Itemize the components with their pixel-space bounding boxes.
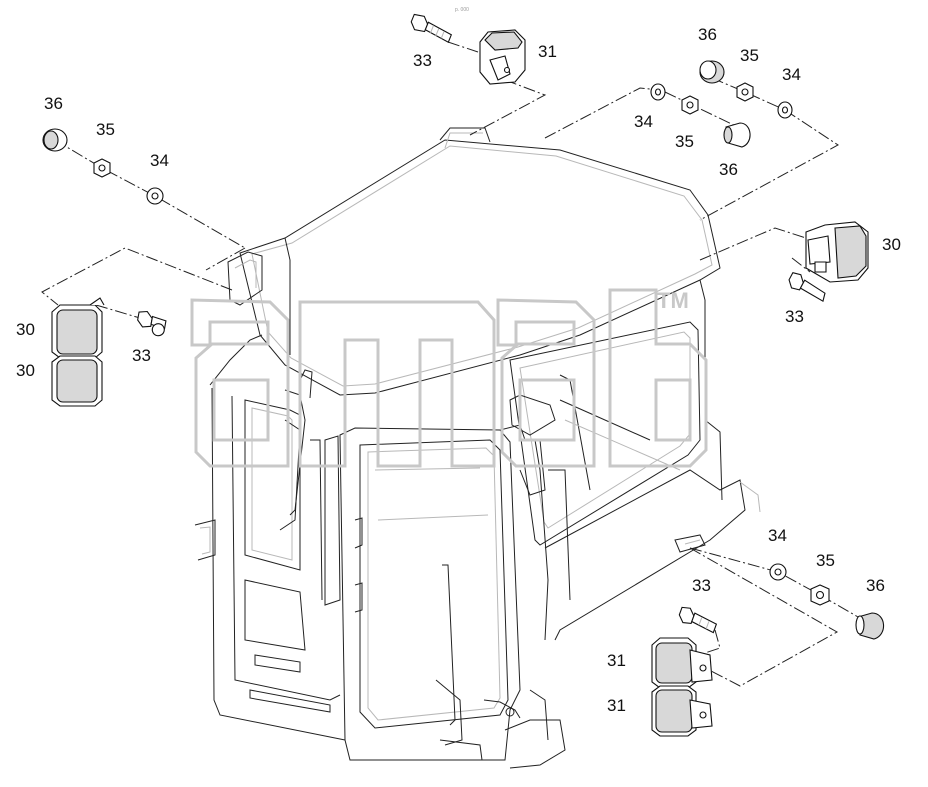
part-label: 31 <box>607 651 626 670</box>
work-light-icon <box>51 355 103 407</box>
part-label: 30 <box>16 361 35 380</box>
work-light-icon <box>805 221 869 283</box>
trademark-mark: TM <box>657 288 689 313</box>
work-light-icon <box>651 637 713 689</box>
part-label: 33 <box>413 51 432 70</box>
hex-nut-icon <box>93 158 111 178</box>
part-label: 34 <box>634 112 653 131</box>
work-light-icon <box>51 297 105 359</box>
part-label: 35 <box>816 551 835 570</box>
bolt-icon <box>678 606 718 634</box>
corner-mark: p. 000 <box>455 7 469 13</box>
work-light-icon <box>651 685 713 737</box>
part-label: 33 <box>692 576 711 595</box>
washer-icon <box>146 187 164 205</box>
hex-nut-icon <box>736 82 754 102</box>
hex-nut-icon <box>810 584 830 606</box>
part-label: 34 <box>782 65 801 84</box>
part-labels: 31 33 36 35 34 34 35 36 36 35 34 30 33 3… <box>16 25 901 715</box>
cap-nut-icon <box>42 128 68 152</box>
part-label: 30 <box>882 235 901 254</box>
work-light-icon <box>479 29 526 85</box>
cap-nut-icon <box>855 612 885 640</box>
part-label: 33 <box>132 346 151 365</box>
leader-lines <box>41 41 859 687</box>
part-label: 31 <box>538 42 557 61</box>
watermark-logo: TM <box>190 288 708 468</box>
part-label: 35 <box>675 132 694 151</box>
bolt-icon <box>137 310 167 337</box>
part-label: 35 <box>96 120 115 139</box>
cab-body <box>194 127 761 769</box>
washer-icon <box>650 83 666 101</box>
part-label: 30 <box>16 320 35 339</box>
bolt-icon <box>788 272 826 303</box>
bolt-icon <box>410 13 453 44</box>
washer-icon <box>769 563 787 581</box>
cap-nut-icon <box>723 122 751 148</box>
part-label: 31 <box>607 696 626 715</box>
part-label: 36 <box>719 160 738 179</box>
part-label: 33 <box>785 307 804 326</box>
hex-nut-icon <box>681 95 699 115</box>
part-label: 34 <box>150 151 169 170</box>
part-label: 36 <box>44 94 63 113</box>
part-label: 36 <box>698 25 717 44</box>
cap-nut-icon <box>699 60 725 84</box>
washer-icon <box>777 101 793 119</box>
part-label: 34 <box>768 526 787 545</box>
part-label: 36 <box>866 576 885 595</box>
part-label: 35 <box>740 46 759 65</box>
